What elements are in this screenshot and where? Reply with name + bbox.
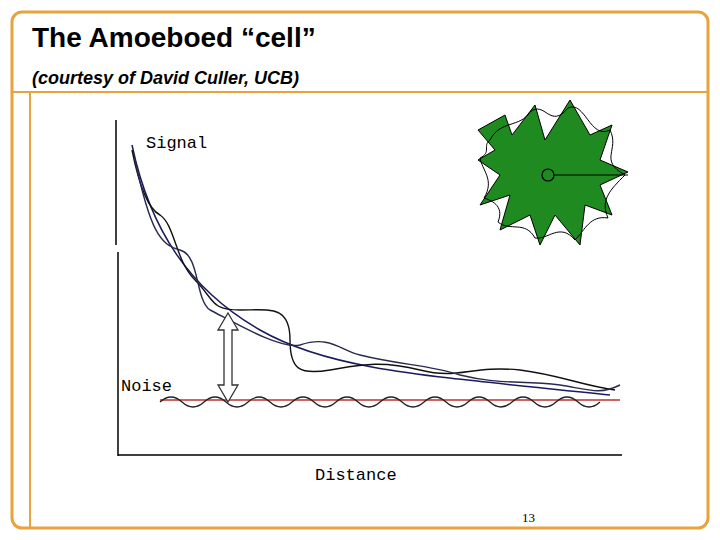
y-axis-upper [115, 120, 117, 245]
cell-node [542, 169, 554, 181]
slide-title: The Amoeboed “cell” [32, 22, 316, 54]
x-axis [118, 454, 622, 456]
side-rule [29, 92, 31, 528]
slide-frame [12, 12, 708, 528]
amoeba-cell [478, 100, 628, 245]
y-axis [117, 252, 119, 456]
margin-arrow [218, 313, 238, 402]
amoeba-outline [480, 107, 625, 240]
axis-label: Noise [119, 377, 174, 396]
axis-label: Signal [144, 134, 209, 153]
slide-number: 13 [522, 510, 535, 526]
axis-label: Distance [313, 466, 399, 485]
credit-note: (courtesy of David Culler, UCB) [32, 68, 299, 89]
title-rule [12, 91, 708, 93]
cell-antenna [554, 174, 628, 175]
